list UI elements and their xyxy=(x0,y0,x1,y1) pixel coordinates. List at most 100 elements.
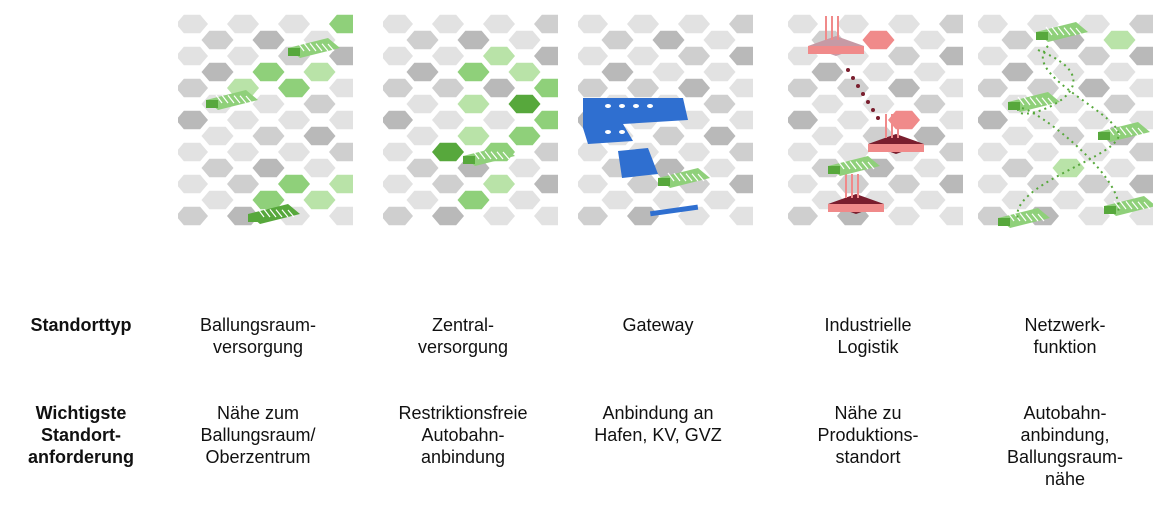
ship-icon xyxy=(633,130,639,134)
hex-cell xyxy=(1076,141,1112,163)
hex-cell xyxy=(886,109,922,131)
factory-side xyxy=(868,144,924,152)
warehouse-icon xyxy=(206,90,258,110)
hex-cell xyxy=(1025,45,1061,67)
hex-cell xyxy=(532,205,558,227)
hex-cell xyxy=(199,29,236,51)
hex-cell xyxy=(911,157,948,179)
ship-icon xyxy=(647,104,653,108)
hex-cell xyxy=(481,205,517,227)
row-label-standortanforderung: Wichtigste Standort- anforderung xyxy=(28,403,134,467)
warehouse-stripe xyxy=(1143,201,1151,210)
hex-cell xyxy=(578,45,610,67)
hex-cell xyxy=(999,157,1036,179)
hex-cell xyxy=(625,205,661,227)
warehouse-stripe xyxy=(490,151,498,160)
warehouse-stripe xyxy=(239,95,247,104)
hex-cell xyxy=(327,141,353,163)
network-route xyxy=(1016,45,1120,221)
hex-cell xyxy=(650,61,687,83)
hex-cell xyxy=(650,125,687,147)
hex-cell xyxy=(701,93,738,115)
type-netzwerkfunktion: Netzwerk- funktion xyxy=(1024,315,1106,357)
warehouse-stripe xyxy=(309,43,317,52)
hex-cell xyxy=(383,173,415,195)
ship-icon xyxy=(605,130,611,134)
hex-cell xyxy=(809,61,846,83)
hex-cell xyxy=(788,141,820,163)
hex-cell xyxy=(727,45,753,67)
warehouse-icon xyxy=(658,168,710,188)
network-route xyxy=(1016,49,1120,213)
warehouse-stripe xyxy=(215,94,223,104)
hex-map-zentralversorgung xyxy=(383,13,558,227)
hex-cell xyxy=(404,93,441,115)
hex-cell xyxy=(860,29,897,51)
hex-cell xyxy=(727,205,753,227)
requirement-zentralversorgung: Restriktionsfreie Autobahn- anbindung xyxy=(398,403,528,467)
hex-cell xyxy=(727,77,753,99)
warehouse-stripe xyxy=(1045,26,1053,36)
hex-cell xyxy=(327,13,353,35)
warehouse-stripe xyxy=(1119,200,1127,210)
hex-cell xyxy=(1050,189,1087,211)
hex-cell xyxy=(1050,61,1087,83)
hex-cell xyxy=(727,173,753,195)
hex-cell xyxy=(999,29,1036,51)
hex-cell xyxy=(430,109,466,131)
hex-cell xyxy=(701,189,738,211)
warehouse-icon xyxy=(1098,122,1150,142)
hex-cell xyxy=(625,13,661,35)
warehouse-stripe xyxy=(1069,27,1077,36)
hex-cell xyxy=(676,13,712,35)
warehouse-side xyxy=(206,100,218,108)
hex-cell xyxy=(199,157,236,179)
warehouse-stripe xyxy=(315,43,323,52)
warehouse-stripe xyxy=(275,209,283,218)
hex-cell xyxy=(578,173,610,195)
hex-cell xyxy=(625,173,661,195)
hex-cell xyxy=(430,13,466,35)
hex-cell xyxy=(727,109,753,131)
ship-icon xyxy=(647,130,653,134)
warehouse-stripe xyxy=(1131,201,1139,210)
hex-cell xyxy=(1050,125,1087,147)
hex-map-ballungsraumversorgung xyxy=(178,13,353,227)
hex-cell xyxy=(301,93,338,115)
hex-cell xyxy=(809,125,846,147)
hex-cell xyxy=(276,13,312,35)
hex-cell xyxy=(937,109,963,131)
warehouse-stripe xyxy=(1113,126,1121,136)
factory-icon xyxy=(868,114,924,154)
hex-cell xyxy=(727,141,753,163)
warehouse-side xyxy=(998,218,1010,226)
warehouse-stripe xyxy=(1131,127,1139,136)
route-dot xyxy=(861,92,865,96)
hex-cell xyxy=(199,125,236,147)
hex-cell xyxy=(327,109,353,131)
hex-cell xyxy=(937,13,963,35)
hex-cell xyxy=(276,77,312,99)
hex-cell xyxy=(835,77,871,99)
hex-cell xyxy=(532,77,558,99)
warehouse-stripe xyxy=(233,95,241,104)
hex-cell xyxy=(276,109,312,131)
warehouse-icon xyxy=(248,204,300,224)
route-dot xyxy=(851,76,855,80)
hex-cell xyxy=(250,93,287,115)
hex-cell xyxy=(578,141,610,163)
hex-cell xyxy=(911,61,948,83)
warehouse-stripe xyxy=(679,173,687,182)
requirement-gateway: Anbindung an Hafen, KV, GVZ xyxy=(594,403,722,445)
warehouse-stripe xyxy=(472,150,480,160)
hex-cell xyxy=(455,61,492,83)
hex-cell xyxy=(276,173,312,195)
hex-cell xyxy=(178,13,210,35)
warehouse-stripe xyxy=(1137,201,1145,210)
hex-cell xyxy=(225,45,261,67)
hex-cell xyxy=(937,45,963,67)
ship-icon xyxy=(619,104,625,108)
rail-track xyxy=(649,204,699,217)
warehouse-stripe xyxy=(257,208,265,218)
hex-cell xyxy=(404,157,441,179)
